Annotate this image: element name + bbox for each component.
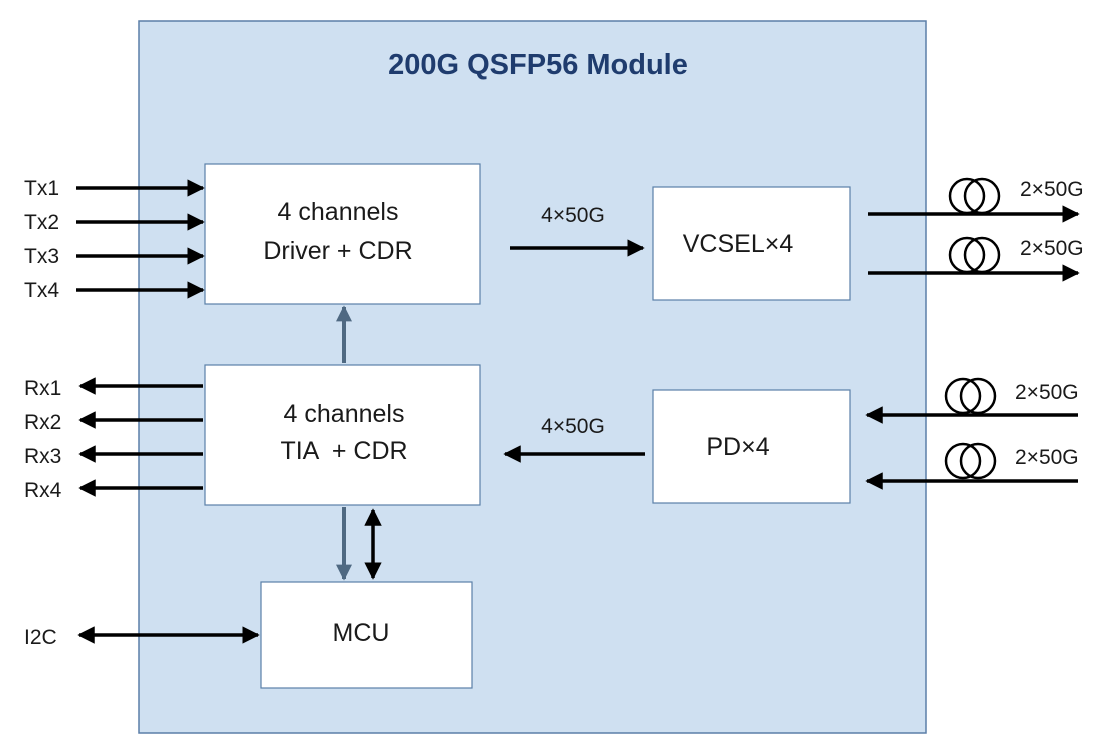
rx2-label: Rx2 <box>24 411 61 434</box>
driver-block-line2: Driver + CDR <box>263 237 412 265</box>
driver-block-line1: 4 channels <box>278 198 399 226</box>
pd-label: PD×4 <box>706 433 769 461</box>
rx-fiber-rate-1: 2×50G <box>1015 381 1079 404</box>
tx-fiber-rate-1: 2×50G <box>1020 178 1084 201</box>
tia-cdr-block <box>204 364 481 506</box>
tx4-label: Tx4 <box>24 279 59 302</box>
tia-block-line1: 4 channels <box>284 400 405 428</box>
tx3-label: Tx3 <box>24 245 59 268</box>
tia-block-line2: TIA + CDR <box>280 437 407 465</box>
module-title: 200G QSFP56 Module <box>388 49 688 81</box>
mcu-label: MCU <box>333 619 390 647</box>
vcsel-block <box>652 186 851 301</box>
rx4-label: Rx4 <box>24 479 62 502</box>
rx-fiber-rate-2: 2×50G <box>1015 446 1079 469</box>
vcsel-label: VCSEL×4 <box>683 230 794 258</box>
rx3-label: Rx3 <box>24 445 61 468</box>
mcu-block <box>260 581 473 689</box>
fiber-coil-icon <box>948 236 1001 274</box>
rx-rate-label: 4×50G <box>541 415 605 438</box>
driver-cdr-block <box>204 163 481 305</box>
fiber-coil-icon <box>948 177 1001 215</box>
i2c-label: I2C <box>24 626 57 649</box>
fiber-coil-icon <box>944 442 997 480</box>
tx2-label: Tx2 <box>24 211 59 234</box>
tx-fiber-rate-2: 2×50G <box>1020 237 1084 260</box>
pd-block <box>652 389 851 504</box>
fiber-coil-icon <box>944 377 997 415</box>
tx1-label: Tx1 <box>24 177 59 200</box>
rx1-label: Rx1 <box>24 377 61 400</box>
tx-rate-label: 4×50G <box>541 204 605 227</box>
